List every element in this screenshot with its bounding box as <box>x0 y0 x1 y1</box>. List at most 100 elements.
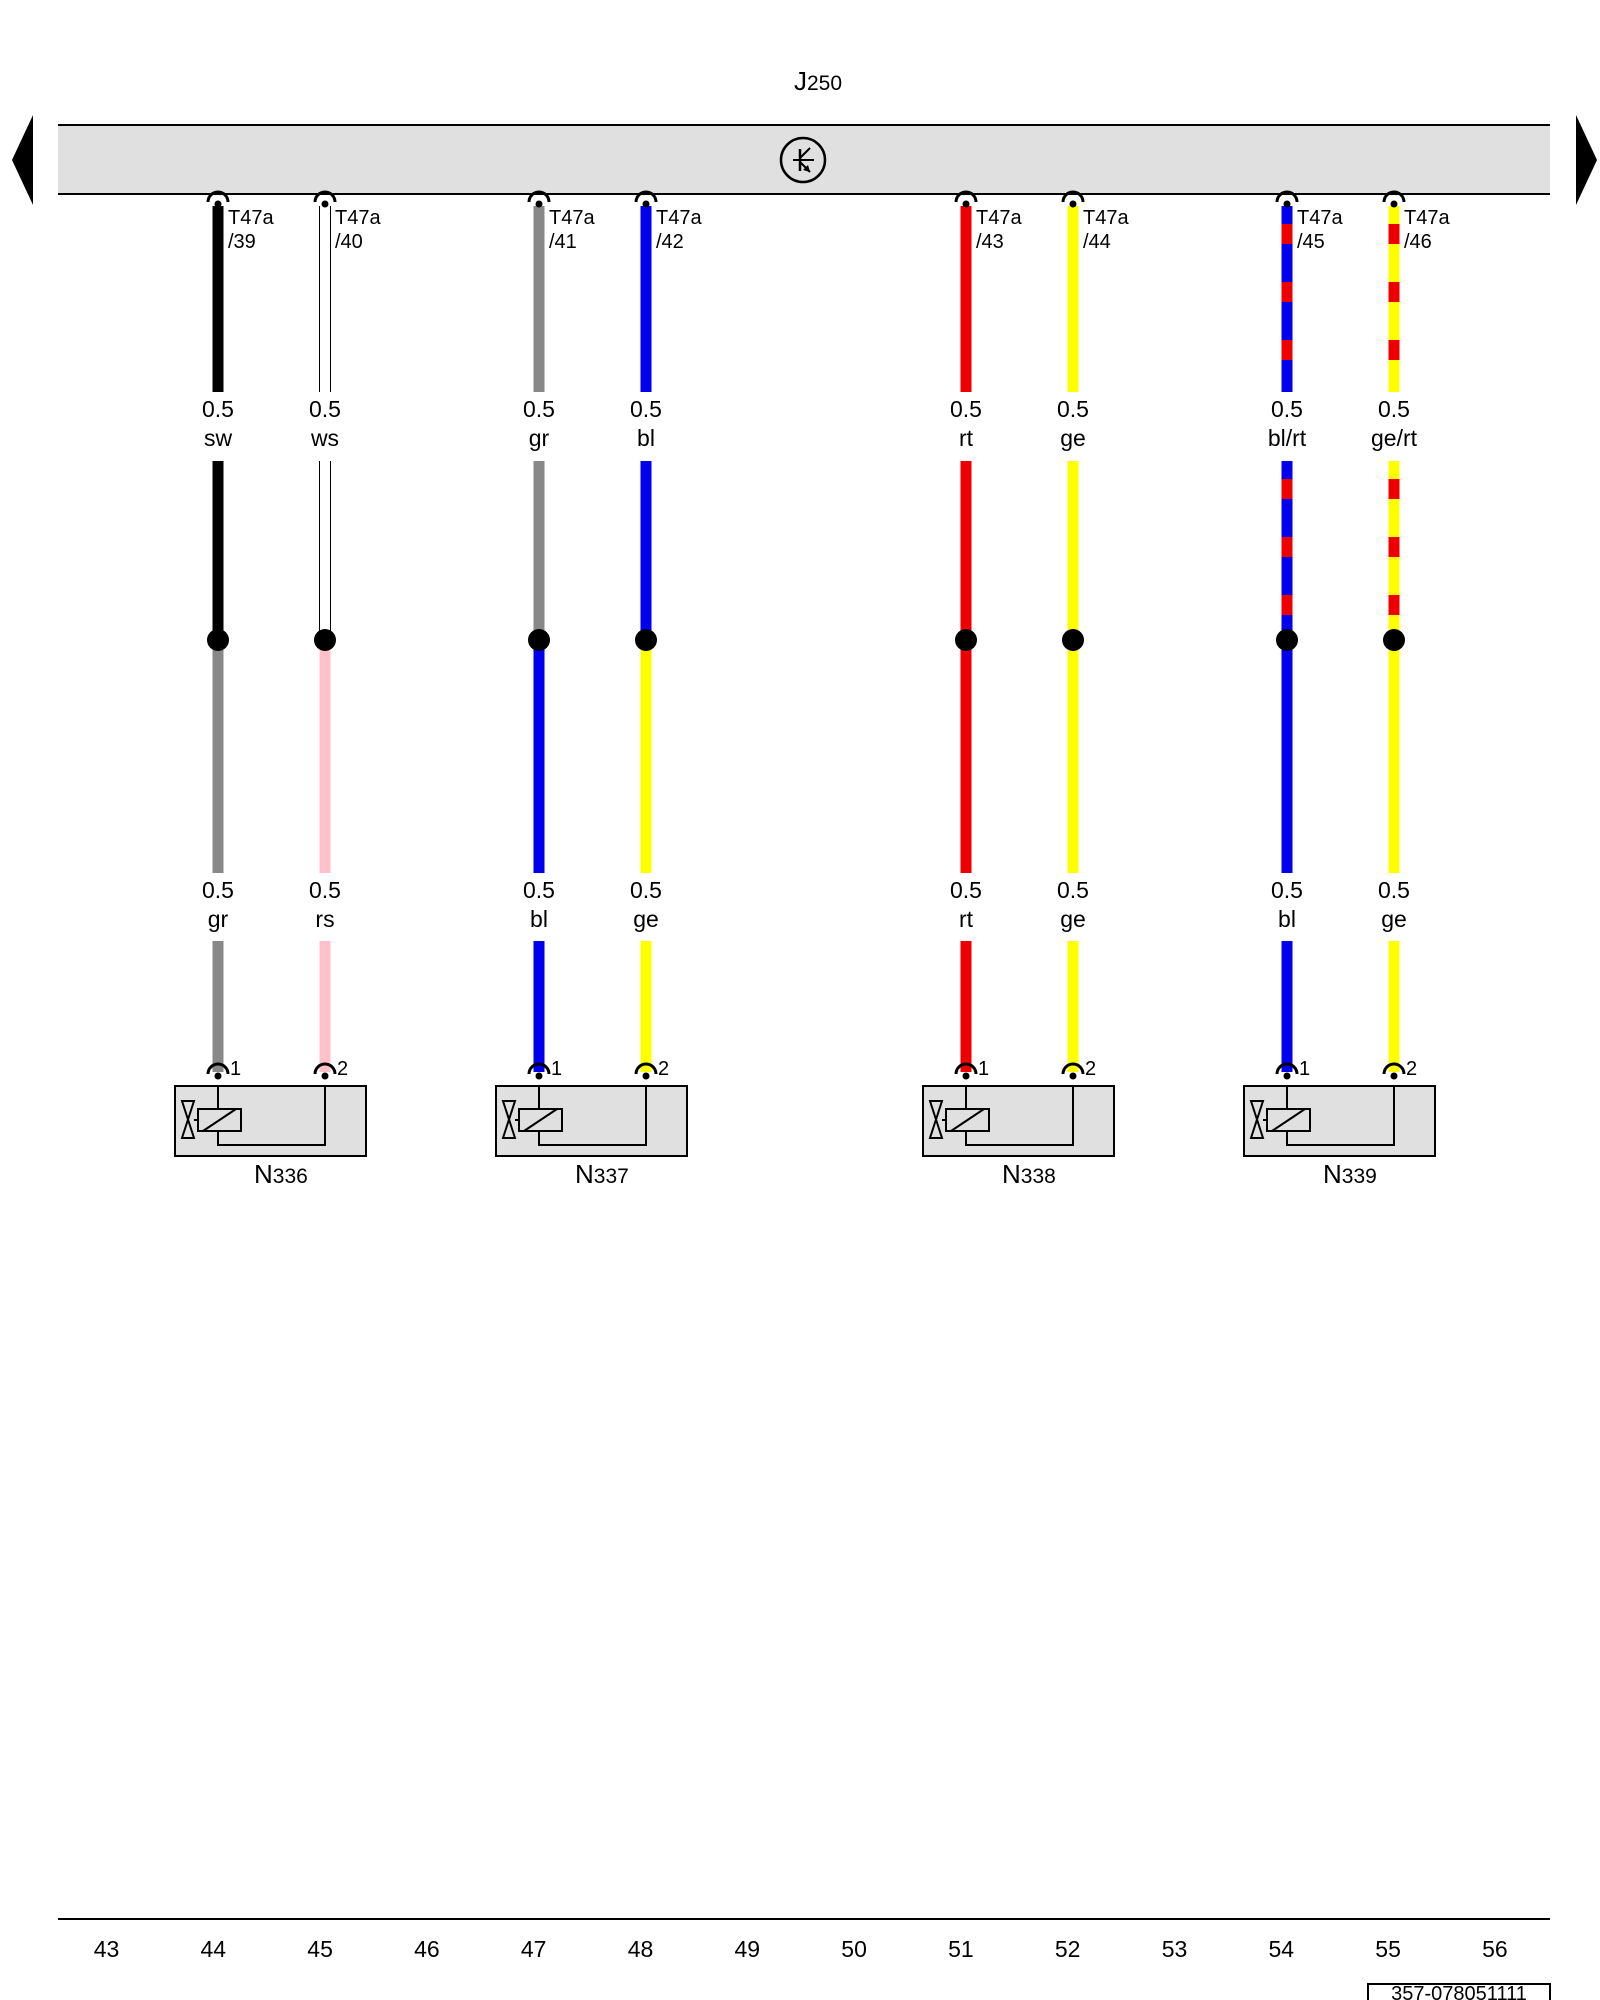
wire-40-upper-a <box>319 206 331 392</box>
pin-41-lower-code: bl <box>530 906 548 932</box>
valve-pin-39-connector-symbol <box>206 1062 230 1075</box>
pin-40-lower-size: 0.5 <box>309 877 341 903</box>
pin-40-number: /40 <box>335 231 363 253</box>
valve-pin-40-connector-symbol <box>313 1062 337 1075</box>
valve-n339-number: 339 <box>1342 1165 1377 1188</box>
wire-46-lower-b <box>1388 941 1400 1072</box>
pin-41-upper-size: 0.5 <box>523 396 555 422</box>
pin-39-connector-symbol <box>206 190 230 203</box>
pin-41-upper-code: gr <box>529 425 550 451</box>
wires-layer <box>206 190 1406 1080</box>
wire-46-lower-a <box>1388 640 1400 873</box>
control-unit-prefix: J <box>794 66 807 96</box>
pin-43-lower-size: 0.5 <box>950 877 982 903</box>
wire-40-lower-a <box>319 640 331 873</box>
pin-45-connector-symbol <box>1275 190 1299 203</box>
electronic-control-icon <box>779 136 827 184</box>
pin-43-number: /43 <box>976 231 1004 253</box>
pin-39-connector-label: T47a /39 <box>228 207 274 253</box>
pin-43-connector-symbol <box>954 190 978 203</box>
solenoid-valve-icon <box>180 1100 242 1139</box>
pin-39-lower-size: 0.5 <box>202 877 234 903</box>
lower-wire-labels: 0.5 gr 0.5 rs 0.5 bl 0.5 ge 0.5 rt 0.5 g… <box>202 877 1410 932</box>
wire-39-lower-a <box>212 640 224 873</box>
wire-40-lower-b <box>319 941 331 1072</box>
pin-45-lower-code: bl <box>1278 906 1296 932</box>
document-number-box: 357-078051111 <box>1367 1983 1551 2000</box>
valve-pin-46-connector-symbol <box>1382 1062 1406 1075</box>
valves-layer: 1 2 N 336 1 2 N337 <box>174 1058 1436 1189</box>
solenoid-valve-icon <box>1249 1100 1311 1139</box>
splice-43-dot <box>955 629 977 651</box>
pin-41-lower-size: 0.5 <box>523 877 555 903</box>
grid-number: 43 <box>94 1936 120 1962</box>
splice-42-dot <box>635 629 657 651</box>
upper-wire-labels: 0.5 sw 0.5 ws 0.5 gr 0.5 bl 0.5 rt 0.5 g… <box>202 396 1418 451</box>
valve-pin-43-connector-symbol <box>954 1062 978 1075</box>
pin-40-connector-symbol <box>313 190 337 203</box>
grid-number: 45 <box>307 1936 333 1962</box>
valve-n338-prefix: N <box>1002 1159 1021 1189</box>
wire-43-upper-b <box>960 461 972 640</box>
valve-n337: 1 2 N337 <box>495 1058 688 1189</box>
pin-39-number: /39 <box>228 231 256 253</box>
splice-46-dot <box>1383 629 1405 651</box>
wire-41-upper-a <box>533 206 545 392</box>
valve-pin-42-connector-symbol <box>634 1062 658 1075</box>
pin-40-upper-code: ws <box>310 425 339 451</box>
pin-44-upper-size: 0.5 <box>1057 396 1089 422</box>
pin-46-upper-code: ge/rt <box>1371 425 1418 451</box>
valve-n336-number: 336 <box>273 1165 308 1188</box>
pin-44-lower-size: 0.5 <box>1057 877 1089 903</box>
valve-pin-45-connector-symbol <box>1275 1062 1299 1075</box>
pin-42-upper-size: 0.5 <box>630 396 662 422</box>
wire-41-upper-b <box>533 461 545 640</box>
wire-39-upper-b <box>212 461 224 640</box>
pin-45-connector-label: T47a /45 <box>1297 207 1343 253</box>
control-unit-number: 250 <box>807 72 842 95</box>
arrow-right-icon[interactable] <box>1576 115 1597 205</box>
valve-n338-pin1: 1 <box>978 1058 989 1080</box>
grid-number: 56 <box>1482 1936 1508 1962</box>
solenoid-valve-icon <box>928 1100 990 1139</box>
pin-41-connector: T47a <box>549 207 595 229</box>
control-unit-label: J250 <box>794 66 842 96</box>
pin-42-lower-code: ge <box>633 906 659 932</box>
pin-42-connector-label: T47a /42 <box>656 207 702 253</box>
valve-n338-pin2: 2 <box>1085 1058 1096 1080</box>
grid-number: 48 <box>628 1936 654 1962</box>
grid-number: 53 <box>1162 1936 1188 1962</box>
wire-44-upper-b <box>1067 461 1079 640</box>
pin-45-lower-size: 0.5 <box>1271 877 1303 903</box>
connector-labels: T47a /39 T47a /40 T47a /41 T47a /42 T47a… <box>228 207 1450 253</box>
valve-n339-pin2: 2 <box>1406 1058 1417 1080</box>
valve-n339-label: N339 <box>1323 1159 1377 1189</box>
pin-40-connector-label: T47a /40 <box>335 207 381 253</box>
splice-41-dot <box>528 629 550 651</box>
wire-41-lower-a <box>533 640 545 873</box>
pin-39-upper-size: 0.5 <box>202 396 234 422</box>
grid-number: 55 <box>1375 1936 1401 1962</box>
pin-44-upper-code: ge <box>1060 425 1086 451</box>
pin-39-connector: T47a <box>228 207 274 229</box>
pin-42-connector: T47a <box>656 207 702 229</box>
pin-46-lower-code: ge <box>1381 906 1407 932</box>
pin-44-connector-symbol <box>1061 190 1085 203</box>
wire-43-lower-a <box>960 640 972 873</box>
wire-43-upper-a <box>960 206 972 392</box>
pin-45-upper-code: bl/rt <box>1268 425 1307 451</box>
pin-39-upper-code: sw <box>204 425 233 451</box>
valve-pin-44-connector-symbol <box>1061 1062 1085 1075</box>
solenoid-valve-icon <box>501 1100 563 1139</box>
document-number: 357-078051111 <box>1391 1983 1527 2000</box>
wire-42-upper-a <box>640 206 652 392</box>
pin-41-number: /41 <box>549 231 577 253</box>
wire-44-lower-a <box>1067 640 1079 873</box>
pin-44-lower-code: ge <box>1060 906 1086 932</box>
pin-45-connector: T47a <box>1297 207 1343 229</box>
arrow-left-icon[interactable] <box>12 115 33 205</box>
valve-n337-number: 337 <box>594 1165 629 1188</box>
